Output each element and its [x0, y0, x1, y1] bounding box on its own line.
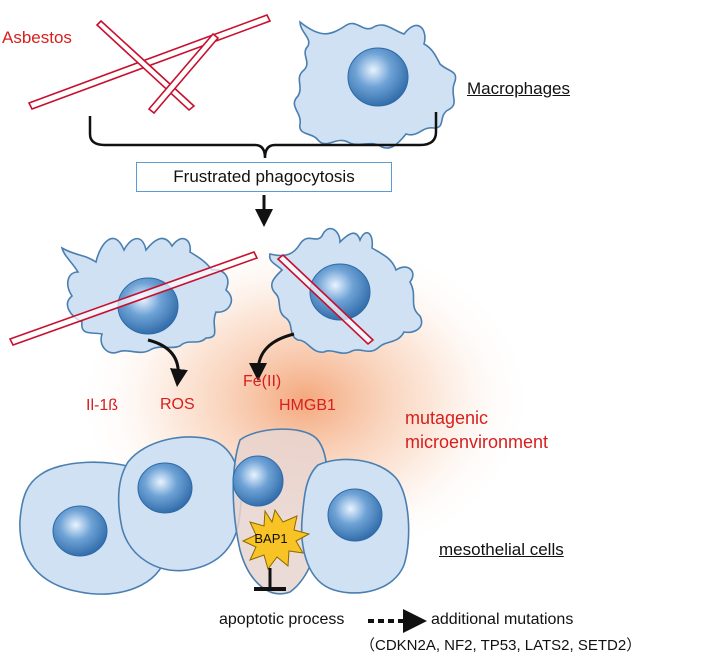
- macrophage-right: [268, 227, 423, 354]
- ros-label: ROS: [160, 396, 195, 413]
- apoptotic-process-label: apoptotic process: [219, 611, 345, 628]
- asbestos-fiber-right: [276, 253, 375, 346]
- mutation-genes-label: （CDKN2A, NF2, TP53, LATS2, SETD2）: [360, 637, 642, 654]
- il1b-label: Il-1ß: [86, 397, 118, 414]
- macrophage-top: [293, 20, 457, 149]
- bap1-star: [241, 508, 311, 571]
- macrophages-label: Macrophages: [467, 79, 571, 98]
- fe-label: Fe(II): [243, 373, 282, 390]
- asbestos-fiber-left: [8, 251, 259, 346]
- hmgb1-label: HMGB1: [279, 397, 336, 414]
- microenvironment-label: microenvironment: [405, 432, 549, 452]
- curved-arrow-left: [147, 338, 188, 387]
- macrophage-top-nucleus: [347, 47, 409, 107]
- frustrated-phagocytosis-box: Frustrated phagocytosis: [136, 162, 392, 192]
- macrophage-right-nucleus: [309, 263, 371, 321]
- bracket: [88, 112, 438, 159]
- additional-mutations-label: additional mutations: [431, 611, 574, 628]
- mesothelial-cells: [19, 428, 410, 595]
- asbestos-fibers-top: [27, 14, 272, 115]
- bap1-label: BAP1: [254, 531, 288, 546]
- asbestos-label: Asbestos: [2, 28, 72, 47]
- mutagenic-label: mutagenic: [405, 408, 489, 428]
- mesothelial-cell-4: [300, 458, 410, 594]
- mesothelial-cells-label: mesothelial cells: [439, 540, 564, 559]
- mesothelial-cell-2: [117, 436, 243, 572]
- curved-arrow-right: [249, 332, 295, 381]
